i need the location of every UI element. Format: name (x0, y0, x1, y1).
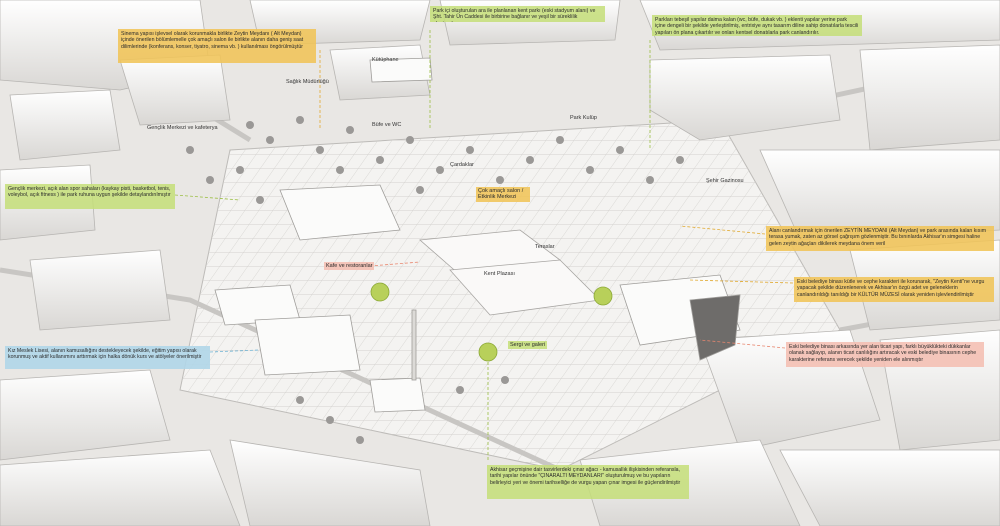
note-zeytin-meydani: Alanı canlandırmak için önerilen ZEYTİN … (766, 226, 994, 251)
trees (186, 116, 684, 444)
tag-cok-amacli-salon: Çok amaçlı salon / Etkinlik Merkezi (476, 187, 530, 202)
key-buildings (214, 57, 741, 413)
note-sinema: Sinema yapısı işlevsel olarak korunmakla… (118, 29, 316, 63)
tag-sergi-galeri: Sergi ve galeri (508, 341, 548, 349)
label-teraslar: Teraslar (535, 244, 555, 250)
label-genclik-merkezi: Gençlik Merkezi ve kafeterya (147, 125, 218, 131)
note-genclik-merkezi: Gençlik merkezi, açık alan spor sahaları… (5, 184, 175, 209)
tag-kafe-restoran: Kafe ve restoranlar (324, 262, 375, 270)
label-sehir-gazinosu: Şehir Gazinosu (706, 178, 744, 184)
terraces (419, 229, 601, 316)
note-eski-belediye-1: Eski belediye binası kütle ve cephe kara… (794, 277, 994, 302)
label-kutuphane: Kütüphane (372, 57, 399, 63)
note-park-facilities: Parkları tebeşil yapılar daima kalan (wc… (652, 15, 862, 36)
leader-lines (174, 30, 794, 460)
label-saglik-mudurlugu: Sağlık Müdürlüğü (286, 79, 329, 85)
olive-trees (370, 282, 613, 362)
note-eski-belediye-2: Eski belediye binası arkasında yer alan … (786, 342, 984, 367)
note-cinaralti: Akhisar geçmişine dair tasvirlerdeki çın… (487, 465, 689, 499)
label-bufe-wc: Büfe ve WC (372, 122, 402, 128)
note-kiz-meslek-lisesi: Kız Meslek Lisesi, alanın kamusallığını … (5, 346, 210, 369)
label-park-kulup: Park Kulüp (570, 115, 597, 121)
note-park-link: Park içi oluşturulan ara ile planlanan k… (430, 6, 605, 22)
label-cardaklar: Çardaklar (450, 162, 474, 168)
label-kent-plazasi: Kent Plazası (484, 271, 515, 277)
